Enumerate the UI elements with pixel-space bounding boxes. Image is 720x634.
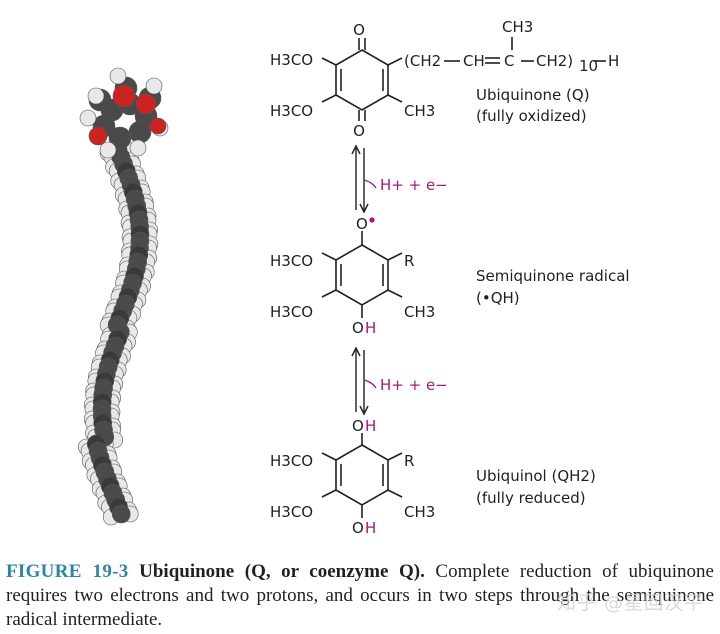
hydrogen-atom bbox=[145, 77, 163, 95]
ubiquinone-methoxy-bottom: H3CO bbox=[270, 102, 313, 120]
space-filling-model bbox=[77, 67, 169, 526]
figure-svg: O O H3CO H3CO CH3 (CH2 CH C CH3 CH2) 10 … bbox=[77, 18, 630, 537]
semiquinone-structure bbox=[321, 231, 403, 318]
ubiquinone-structure bbox=[321, 37, 606, 121]
oxygen-atom bbox=[135, 93, 157, 115]
ubiquinone-methyl: CH3 bbox=[404, 102, 435, 120]
figure-stage: O O H3CO H3CO CH3 (CH2 CH C CH3 CH2) 10 … bbox=[77, 18, 630, 537]
reaction-arrow-2 bbox=[351, 346, 377, 416]
ubiquinol-bottom-hydroxyl-h: H bbox=[365, 519, 376, 537]
carbon-atom bbox=[111, 504, 131, 524]
reaction-arrow-1 bbox=[351, 144, 377, 214]
semiquinone-methoxy-bottom: H3CO bbox=[270, 303, 313, 321]
oxygen-atom bbox=[149, 117, 167, 135]
ubiquinone-chain-repeat: 10 bbox=[579, 57, 598, 75]
ubiquinone-labels: O O H3CO H3CO CH3 (CH2 CH C CH3 CH2) 10 … bbox=[270, 18, 619, 140]
radical-dot bbox=[369, 217, 375, 223]
ubiquinone-chain-end: CH2) bbox=[536, 52, 573, 70]
ubiquinone-chain-ch: CH bbox=[463, 52, 485, 70]
reaction-2-label: H+ + e− bbox=[380, 376, 448, 394]
ubiquinol-state: (fully reduced) bbox=[476, 489, 586, 507]
ubiquinol-methoxy-bottom: H3CO bbox=[270, 503, 313, 521]
ubiquinone-chain-prefix: (CH2 bbox=[404, 52, 441, 70]
ubiquinol-labels: O H H3CO H3CO R CH3 O H Ubiquinol (QH2) … bbox=[270, 417, 596, 537]
reaction-1-label: H+ + e− bbox=[380, 176, 448, 194]
ubiquinol-bottom-hydroxyl-o: O bbox=[352, 519, 364, 537]
ubiquinol-r-group: R bbox=[404, 452, 414, 470]
figure-label: FIGURE 19-3 bbox=[6, 561, 129, 582]
ubiquinone-chain-methyl: CH3 bbox=[502, 18, 533, 36]
hydrogen-atom bbox=[99, 141, 117, 159]
oxygen-atom bbox=[88, 126, 108, 146]
carbon-atom bbox=[108, 126, 132, 150]
figure-title: Ubiquinone (Q, or coenzyme Q). bbox=[139, 561, 425, 582]
hydrogen-atom bbox=[87, 87, 105, 105]
semiquinone-methyl: CH3 bbox=[404, 303, 435, 321]
semiquinone-symbol: (•QH) bbox=[476, 289, 520, 307]
ubiquinol-methoxy-top: H3CO bbox=[270, 452, 313, 470]
hydrogen-atom bbox=[129, 139, 147, 157]
caption-body: Complete reduction of ubiquinone require… bbox=[6, 561, 714, 630]
ubiquinone-chain-terminal: H bbox=[608, 52, 619, 70]
oxygen-atom bbox=[112, 84, 136, 108]
hydrogen-atom bbox=[79, 109, 97, 127]
figure-caption: FIGURE 19-3 Ubiquinone (Q, or coenzyme Q… bbox=[6, 560, 714, 632]
semiquinone-labels: O H3CO H3CO R CH3 O H Semiquinone radica… bbox=[270, 215, 630, 337]
ubiquinone-state: (fully oxidized) bbox=[476, 107, 587, 125]
semiquinone-hydroxyl-h: H bbox=[365, 319, 376, 337]
semiquinone-methoxy-top: H3CO bbox=[270, 252, 313, 270]
ubiquinone-bottom-oxygen: O bbox=[353, 122, 365, 140]
ubiquinol-top-hydroxyl-o: O bbox=[352, 417, 364, 435]
ubiquinone-chain-c: C bbox=[504, 52, 514, 70]
ubiquinone-name: Ubiquinone (Q) bbox=[476, 86, 590, 104]
hydrogen-atom bbox=[109, 67, 127, 85]
ubiquinol-top-hydroxyl-h: H bbox=[365, 417, 376, 435]
ubiquinol-name: Ubiquinol (QH2) bbox=[476, 467, 596, 485]
ubiquinone-methoxy-top: H3CO bbox=[270, 51, 313, 69]
semiquinone-hydroxyl-o: O bbox=[352, 319, 364, 337]
ubiquinol-methyl: CH3 bbox=[404, 503, 435, 521]
semiquinone-top-oxygen: O bbox=[356, 215, 368, 233]
ubiquinol-structure bbox=[321, 433, 403, 518]
carbon-atom bbox=[128, 120, 152, 144]
watermark: 知乎 @星回汉平 bbox=[556, 592, 704, 614]
semiquinone-name: Semiquinone radical bbox=[476, 267, 630, 285]
ubiquinone-top-oxygen: O bbox=[353, 21, 365, 39]
semiquinone-r-group: R bbox=[404, 252, 414, 270]
